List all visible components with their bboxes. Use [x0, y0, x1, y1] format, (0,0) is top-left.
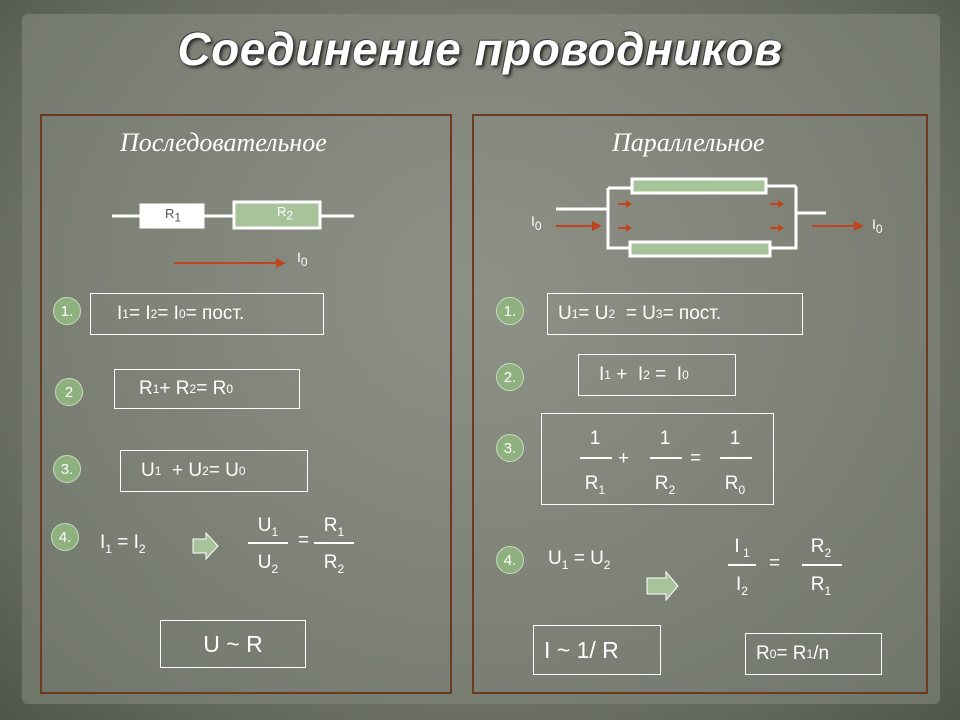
parallel-i1: I 1 — [734, 536, 750, 560]
series-i0-label: I0 — [297, 249, 308, 269]
parallel-step-1-badge: 1. — [496, 297, 524, 325]
series-u2: U2 — [257, 552, 279, 576]
parallel-den-1: R1 — [584, 473, 606, 497]
parallel-heading: Параллельное — [612, 128, 765, 157]
series-eq: = — [298, 530, 310, 551]
parallel-den-2: R2 — [654, 473, 676, 497]
parallel-circuit — [556, 177, 864, 258]
parallel-den-3: R0 — [724, 473, 746, 497]
parallel-frac-bar-3 — [720, 457, 752, 459]
parallel-step-3-badge: 3. — [496, 434, 524, 462]
series-u1: U1 — [257, 515, 279, 539]
parallel-frac-bar-4 — [728, 564, 756, 566]
parallel-step-4-badge: 4. — [496, 546, 524, 574]
series-step-2-badge: 2 — [55, 378, 83, 406]
parallel-num-2: 1 — [659, 428, 671, 449]
parallel-eq-1: = — [690, 448, 702, 469]
parallel-num-3: 1 — [729, 428, 741, 449]
series-frac-bar-2 — [314, 542, 354, 544]
implication-arrow-right — [646, 570, 679, 602]
parallel-frac-bar-5 — [802, 564, 842, 566]
slide-title: Соединение проводников — [177, 23, 783, 75]
parallel-i0-left-label: I0 — [531, 213, 542, 233]
implication-arrow-left — [192, 531, 219, 561]
parallel-formula-3 — [541, 413, 774, 505]
series-formula-4-left: I1 = I2 — [100, 532, 146, 556]
r1-label: R1 — [165, 206, 182, 225]
slide — [22, 14, 940, 704]
parallel-i2: I2 — [736, 574, 748, 598]
series-circuit — [112, 200, 354, 268]
parallel-r1: R1 — [810, 574, 832, 598]
series-step-3-badge: 3. — [53, 455, 81, 483]
parallel-panel — [472, 114, 928, 694]
series-heading: Последовательное — [120, 128, 327, 157]
series-r1: R1 — [323, 515, 345, 539]
series-frac-bar-1 — [248, 542, 288, 544]
series-result: U ~ R — [160, 620, 306, 668]
parallel-plus: + — [618, 448, 630, 469]
series-panel — [40, 114, 452, 694]
parallel-frac-bar-1 — [580, 457, 612, 459]
series-step-1-badge: 1. — [53, 297, 81, 325]
r2-label: R2 — [277, 204, 294, 223]
series-step-4-badge: 4. — [51, 523, 79, 551]
parallel-frac-bar-2 — [650, 457, 682, 459]
parallel-step-2-badge: 2. — [496, 363, 524, 391]
parallel-num-1: 1 — [589, 428, 601, 449]
parallel-eq-2: = — [769, 553, 781, 574]
parallel-i0-right-label: I0 — [872, 216, 883, 236]
parallel-r2: R2 — [810, 536, 832, 560]
parallel-formula-4-left: U1 = U2 — [548, 548, 611, 572]
series-r2: R2 — [323, 552, 345, 576]
parallel-result: I ~ 1/ R — [533, 625, 661, 675]
